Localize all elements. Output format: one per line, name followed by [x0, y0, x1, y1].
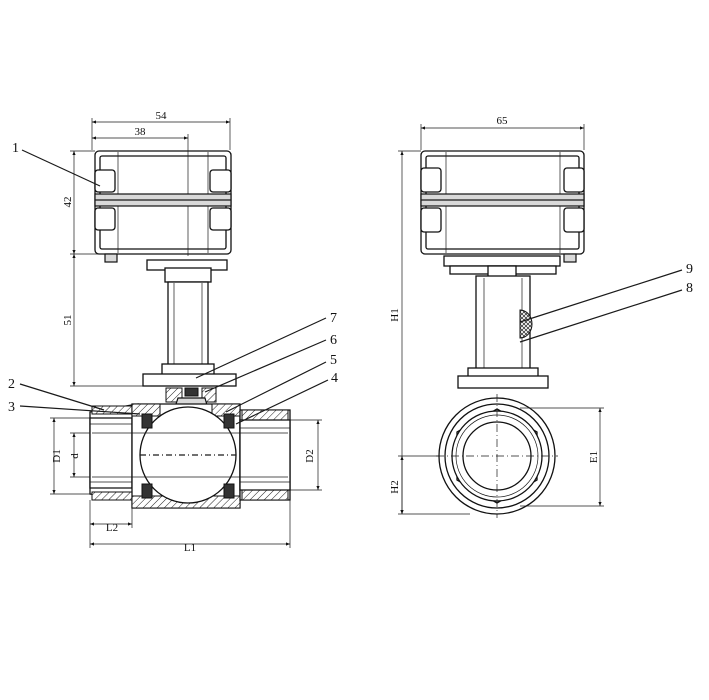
- callout-8: 8: [686, 281, 693, 296]
- front-actuator: [94, 150, 232, 263]
- dim-h2-label: H2: [389, 480, 401, 493]
- side-actuator: [420, 150, 585, 263]
- dim-54-label: 54: [156, 110, 168, 122]
- dim-e1-label: E1: [588, 451, 600, 463]
- front-stem: [142, 259, 237, 417]
- dim-42-label: 42: [62, 197, 74, 208]
- dim-l2-label: L2: [106, 522, 118, 534]
- callout-6: 6: [330, 333, 337, 348]
- dim-d2-label: D2: [304, 449, 316, 462]
- dim-l1-label: L1: [184, 542, 196, 554]
- side-view: [420, 150, 585, 518]
- callout-1: 1: [12, 141, 19, 156]
- side-stem: [443, 255, 561, 389]
- front-view: [89, 150, 291, 509]
- dimensions: 54 38 42 51 65 H1 H2 E1: [50, 110, 604, 554]
- dim-65-label: 65: [497, 115, 509, 127]
- part-callouts: 1 2 3 4 5 6 7 8 9: [8, 141, 693, 425]
- dim-d-label: d: [69, 453, 81, 459]
- dim-51-label: 51: [62, 315, 74, 326]
- callout-2: 2: [8, 377, 15, 392]
- dim-38-label: 38: [135, 126, 147, 138]
- callout-3: 3: [8, 400, 15, 415]
- dim-d1-label: D1: [51, 449, 63, 462]
- callout-9: 9: [686, 262, 693, 277]
- callout-7: 7: [330, 311, 337, 326]
- callout-4: 4: [331, 371, 338, 386]
- dim-h1-label: H1: [389, 308, 401, 321]
- side-valve-body: [436, 394, 558, 518]
- front-valve-body: [89, 403, 291, 509]
- callout-5: 5: [330, 353, 337, 368]
